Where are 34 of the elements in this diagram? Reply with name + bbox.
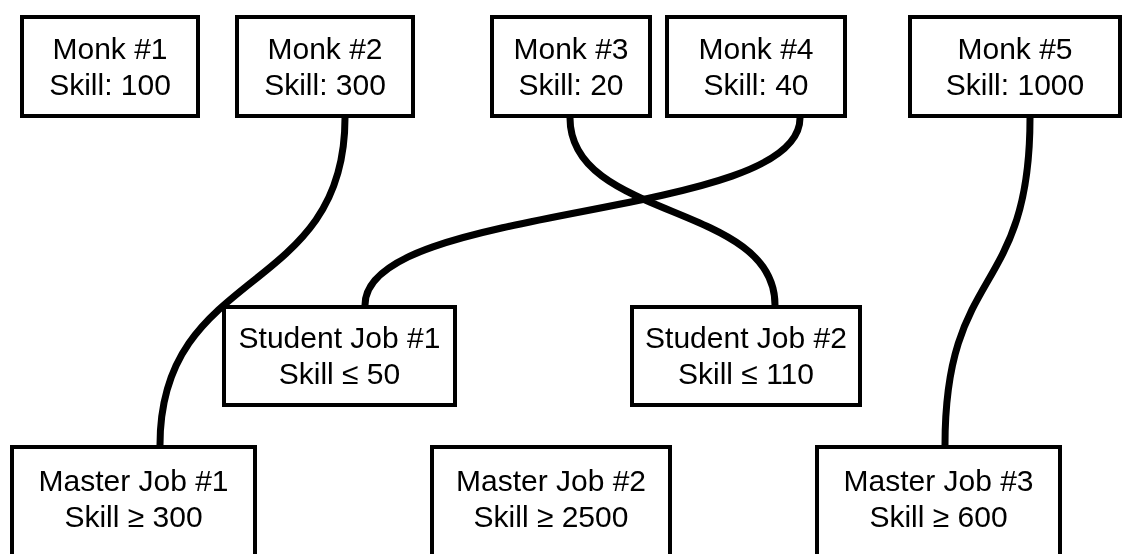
node-box [490,15,652,118]
node-label: Skill: 100 [49,66,171,103]
node-box [10,445,257,554]
connector-line [361,116,804,307]
node-box [20,15,200,118]
node-title: Master Job #3 [843,463,1034,499]
node-label: Skill ≥ 2500 [473,499,629,535]
node-label: Skill ≤ 110 [678,356,814,392]
node-title: Monk #2 [267,30,383,67]
node-title: Master Job #1 [38,463,229,499]
connector-line [941,117,1034,446]
node-box [908,15,1122,118]
node-title: Student Job #1 [238,320,441,356]
connector-line [566,117,779,306]
node-label: Skill: 20 [518,66,624,103]
node-title: Monk #1 [52,30,168,67]
node-label: Skill ≥ 300 [64,499,203,535]
node-box [815,445,1062,554]
node-label: Skill: 300 [264,66,386,103]
node-label: Skill ≥ 600 [869,499,1008,535]
node-label: Skill: 1000 [945,66,1085,103]
node-box [630,305,862,407]
node-box [222,305,457,407]
node-title: Monk #3 [513,30,629,67]
node-box [665,15,847,118]
node-box [430,445,672,554]
node-label: Skill: 40 [703,66,809,103]
connector-line [156,117,349,446]
node-label: Skill ≤ 50 [278,356,401,392]
node-title: Monk #5 [957,30,1073,67]
node-title: Monk #4 [698,30,814,67]
node-title: Student Job #2 [645,320,847,356]
node-box [235,15,415,118]
node-title: Master Job #2 [455,463,647,499]
